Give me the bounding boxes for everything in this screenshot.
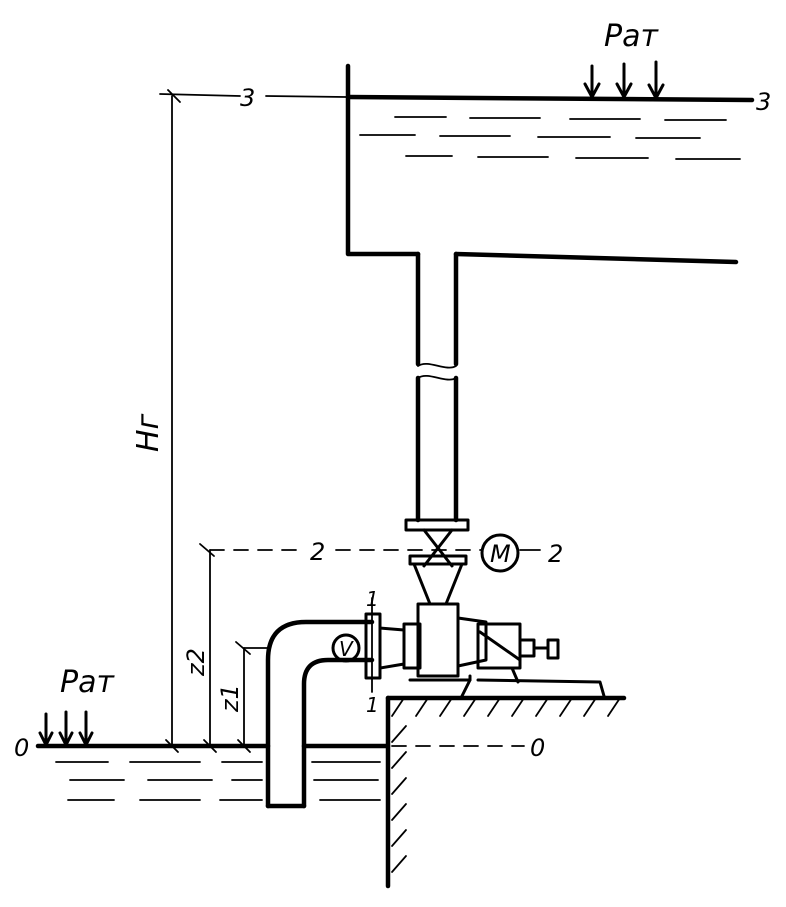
- motor-symbol: [480, 533, 520, 573]
- level-0-label-left: 0: [14, 734, 29, 762]
- suction-elbow-outer: [265, 619, 375, 809]
- coupling: [518, 638, 536, 658]
- pump-base-plate: [408, 674, 606, 698]
- pipe-break-top: [417, 362, 457, 369]
- lower-reservoir: Pат 0 0: [14, 665, 545, 801]
- gate-valve: [422, 528, 454, 568]
- level-2-tick: [199, 543, 215, 557]
- level-3-label-left: 3: [240, 84, 255, 112]
- vacuum-gauge-symbol: [331, 633, 361, 663]
- p-atm-label-left: Pат: [60, 665, 115, 700]
- level-3-extension-line-right: [265, 95, 347, 98]
- dimensions: 3 Hг z2 z1: [131, 84, 347, 753]
- pump-inlet-neck: [402, 622, 422, 670]
- lower-water-hatching: [55, 761, 381, 801]
- pipe-flange: [404, 518, 470, 532]
- upper-tank: Pат 3: [345, 19, 771, 265]
- pipe-break-bottom: [417, 374, 457, 381]
- level-0-label-right: 0: [530, 734, 545, 762]
- level-2: 2 2 M: [199, 533, 563, 573]
- z1-tick-top: [235, 641, 251, 655]
- discharge-pipe: [404, 251, 470, 606]
- z2-label: z2: [182, 648, 210, 677]
- p-atm-arrows-top: [583, 60, 665, 100]
- pump-base-supports: [460, 666, 520, 698]
- level-2-label-left: 2: [310, 538, 325, 566]
- pump: [402, 602, 606, 698]
- pump-bearing: [456, 616, 488, 668]
- section-1-label-bottom: 1: [366, 693, 379, 717]
- upper-water-surface: [345, 94, 755, 103]
- level-2-label-right: 2: [548, 540, 563, 568]
- z2-tick-bottom: [203, 739, 217, 753]
- pump-casing: [416, 602, 460, 678]
- upper-water-hatching: [359, 116, 741, 160]
- h-g-tick-bottom: [165, 739, 179, 753]
- inlet-flange: [364, 612, 382, 680]
- upper-tank-bottom: [453, 251, 739, 265]
- h-g-label: Hг: [131, 413, 166, 452]
- vacuum-gauge-label: V: [339, 637, 354, 661]
- drive-unit-diagonal: [478, 630, 522, 662]
- shaft-end: [546, 638, 560, 660]
- suction-elbow-inner: [301, 657, 375, 809]
- suction-pipe: V 1 1: [265, 587, 406, 809]
- ground-hatching: [391, 697, 621, 873]
- diffuser-cone: [412, 562, 464, 606]
- z1-tick-bottom: [237, 739, 251, 753]
- level-3-tick: [167, 89, 181, 103]
- p-atm-label-top: Pат: [604, 19, 659, 54]
- ground: [385, 695, 627, 889]
- inlet-transition: [378, 626, 406, 670]
- motor-label: M: [490, 540, 511, 568]
- p-atm-arrows-left: [38, 710, 94, 747]
- section-1-label-top: 1: [366, 587, 379, 611]
- level-3-label-right: 3: [756, 88, 771, 116]
- z1-label: z1: [216, 684, 244, 713]
- upper-tank-wall-left: [345, 63, 421, 257]
